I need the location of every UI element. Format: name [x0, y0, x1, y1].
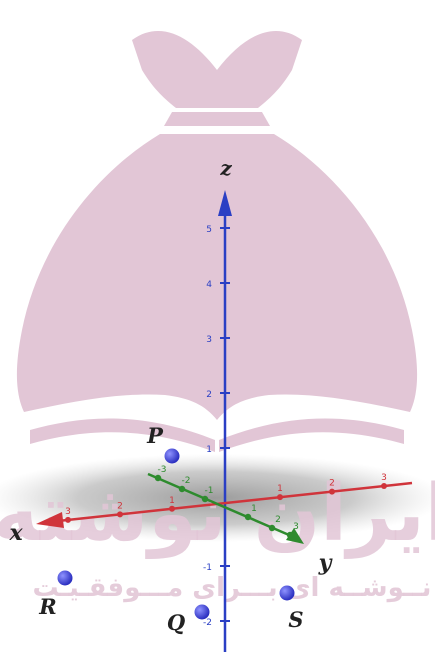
x-tick-label: 1 — [277, 484, 283, 494]
y-axis-arrowhead — [286, 528, 304, 544]
x-tick-label: 3 — [381, 473, 387, 483]
x-axis-label: x — [8, 520, 23, 546]
z-tick-label: -1 — [203, 563, 212, 573]
z-tick-label: -2 — [203, 618, 212, 628]
x-tick-label: 2 — [117, 501, 123, 511]
y-tick-mark — [201, 495, 209, 503]
points: P R Q S — [38, 423, 303, 635]
x-tick-label: 1 — [169, 496, 175, 506]
ground-shadow — [0, 454, 435, 542]
x-tick-label: 2 — [329, 479, 335, 489]
x-axis: x 3 2 1 1 2 3 — [8, 473, 413, 546]
y-axis-label: y — [318, 550, 334, 576]
y-tick-label: -3 — [158, 465, 167, 475]
x-tick-mark — [329, 488, 335, 495]
y-axis: y -3 -2 -1 1 2 3 — [147, 465, 334, 576]
x-tick-mark — [381, 483, 387, 490]
y-tick-label: -1 — [205, 486, 214, 496]
watermark-logo — [16, 31, 418, 452]
z-tick-label: 3 — [206, 335, 212, 345]
z-axis-label: z — [219, 156, 232, 180]
z-tick-label: 1 — [206, 445, 212, 455]
y-tick-mark — [178, 485, 186, 493]
watermark-subtitle: نــوشــه ای بـــرای مـــوفقـیـت — [33, 573, 432, 603]
z-tick-label: 5 — [206, 225, 212, 235]
x-tick-label: 3 — [65, 507, 71, 517]
y-tick-mark — [154, 474, 162, 482]
z-axis: z 5 4 3 2 1 -1 -2 — [203, 156, 232, 652]
watermark-body — [16, 134, 418, 420]
z-axis-arrowhead — [218, 190, 232, 216]
point-p — [164, 448, 180, 464]
z-tick-label: 2 — [206, 390, 212, 400]
watermark-bag-top — [132, 31, 302, 108]
point-label-s: S — [288, 607, 303, 632]
x-tick-mark — [169, 505, 175, 512]
x-tick-mark — [117, 511, 123, 518]
x-axis-arrowhead — [36, 512, 64, 528]
y-tick-label: 1 — [251, 504, 257, 514]
point-label-q: Q — [167, 610, 185, 635]
z-tick-label: 4 — [206, 280, 212, 290]
watermark-title: ایران نوشته — [0, 469, 435, 559]
y-tick-label: 2 — [275, 515, 281, 525]
point-q — [194, 604, 210, 620]
x-tick-mark — [277, 494, 283, 501]
point-s — [279, 585, 295, 601]
point-label-p: P — [146, 423, 164, 448]
y-tick-mark — [268, 524, 276, 532]
x-tick-mark — [65, 516, 71, 523]
x-axis-line — [57, 481, 413, 523]
watermark-book-right — [219, 418, 404, 452]
watermark-band — [164, 112, 270, 126]
y-tick-label: -2 — [182, 476, 191, 486]
y-tick-mark — [286, 531, 294, 539]
point-r — [57, 570, 73, 586]
point-label-r: R — [38, 594, 56, 619]
y-tick-label: 3 — [293, 522, 299, 532]
watermark-book-left — [30, 418, 215, 452]
y-tick-mark — [244, 513, 252, 521]
